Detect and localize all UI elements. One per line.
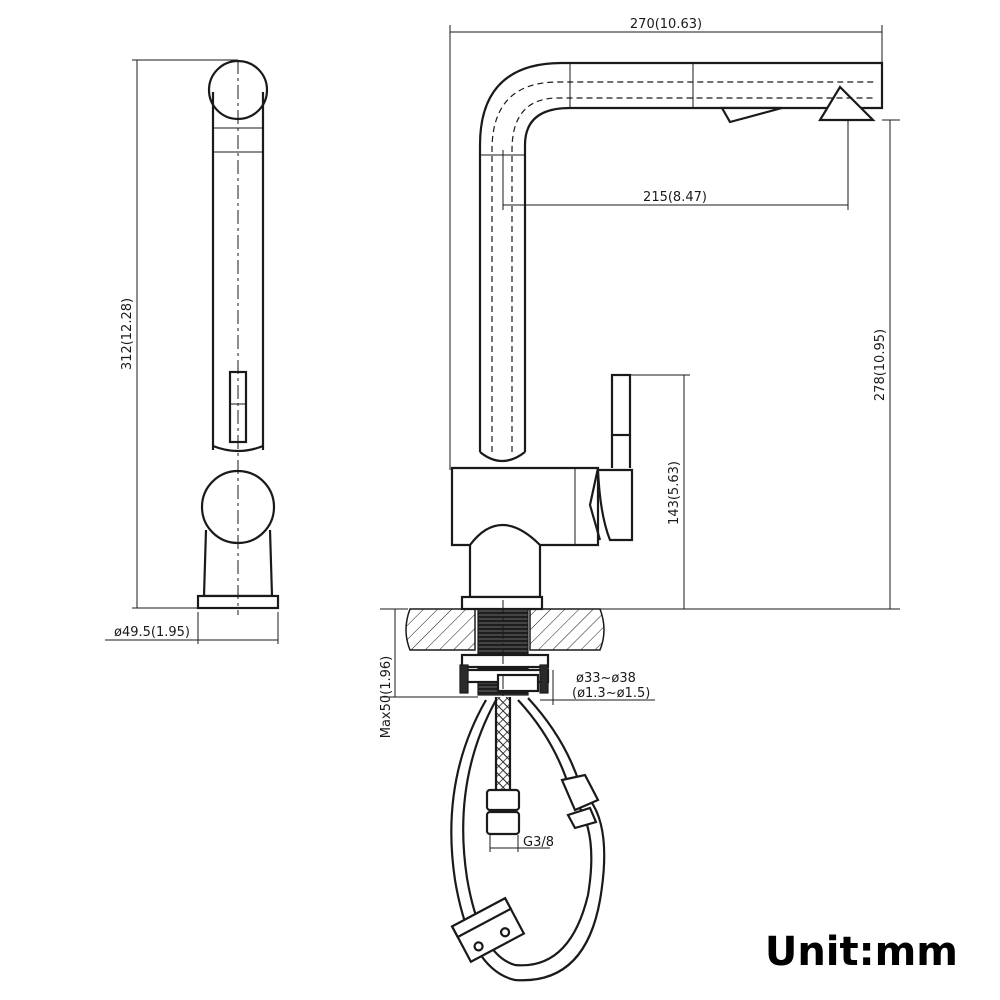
- dim-spout-height: 278(10.95): [873, 329, 888, 401]
- side-view-dimensions: [380, 25, 900, 852]
- dim-thread: G3/8: [523, 835, 554, 850]
- front-view: [196, 59, 280, 615]
- unit-label: Unit:mm: [765, 929, 958, 975]
- dim-max-thickness: Max50(1.96): [379, 656, 394, 739]
- supply-hoses: [450, 697, 606, 982]
- dim-spout-reach: 215(8.47): [643, 190, 707, 205]
- dim-base-diameter: ø49.5(1.95): [114, 625, 190, 640]
- countertop-section: [405, 600, 605, 700]
- side-view: [450, 61, 884, 611]
- dim-total-height: 312(12.28): [120, 298, 135, 370]
- dim-handle-height: 143(5.63): [667, 461, 682, 525]
- front-view-dimensions: [105, 59, 279, 644]
- dim-hole-in: (ø1.3~ø1.5): [572, 686, 650, 701]
- dim-total-width: 270(10.63): [630, 17, 702, 32]
- dim-hole-mm: ø33~ø38: [576, 671, 636, 686]
